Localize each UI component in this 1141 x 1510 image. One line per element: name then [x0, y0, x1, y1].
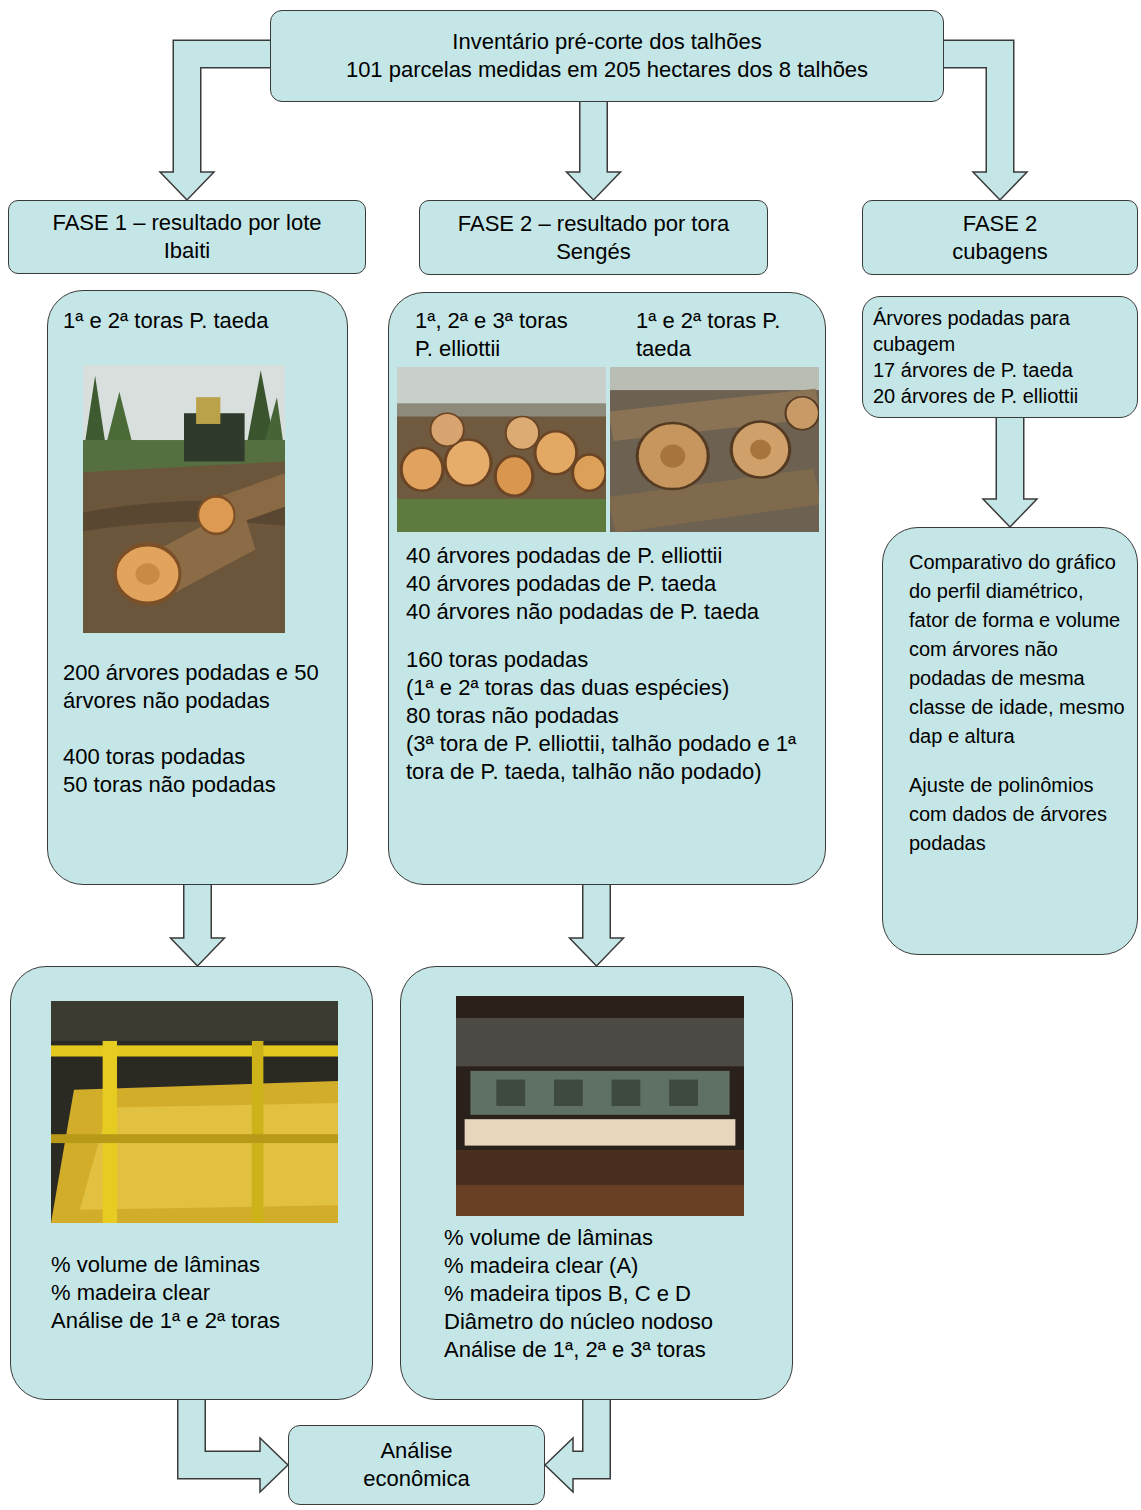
phase-header: FASE 1 – resultado por lote Ibaiti: [8, 200, 366, 274]
arrow-head: [567, 172, 621, 200]
photo-row: 1ª, 2ª e 3ª toras P. elliottii 1ª e 2ª to…: [397, 307, 819, 532]
node-text: 50 toras não podadas: [63, 771, 276, 799]
node-text: 400 toras podadas: [63, 743, 245, 771]
content-panel: Árvores podadas para cubagem17 árvores d…: [862, 296, 1138, 418]
arrow-body: [581, 102, 607, 174]
photo: [51, 1001, 338, 1223]
arrow-head: [260, 1438, 288, 1492]
arrow-head: [171, 938, 225, 966]
arrow-body: [944, 54, 1000, 174]
arrow-body: [997, 418, 1023, 501]
block-arrow: [171, 885, 225, 966]
photo: [456, 996, 744, 1216]
process-box: Inventário pré-corte dos talhões101 parc…: [270, 10, 944, 102]
arrow-head: [983, 499, 1037, 527]
node-text: 80 toras não podadas: [406, 702, 619, 730]
process-box: Análise econômica: [288, 1425, 545, 1505]
arrow-body: [185, 885, 211, 940]
node-text: Inventário pré-corte dos talhões: [452, 28, 761, 56]
node-text: (3ª tora de P. elliottii, talhão podado …: [406, 730, 817, 786]
content-panel: 1ª e 2ª toras P. taeda 200 árvores podada…: [47, 290, 348, 885]
node-text: % madeira clear (A): [444, 1252, 638, 1280]
node-text: 20 árvores de P. elliottii: [873, 383, 1078, 409]
photo: [610, 367, 819, 532]
block-arrow: [944, 54, 1027, 200]
phase-header: FASE 2 cubagens: [862, 200, 1138, 275]
node-text: Análise econômica: [352, 1437, 482, 1493]
node-text: FASE 2 – resultado por tora Sengés: [444, 210, 744, 266]
photo: [83, 365, 285, 633]
arrow-body: [584, 885, 610, 940]
node-text: % volume de lâminas: [51, 1251, 260, 1279]
arrow-body: [192, 1400, 262, 1465]
node-text: 160 toras podadas: [406, 646, 588, 674]
node-text: 17 árvores de P. taeda: [873, 357, 1073, 383]
result-panel: % volume de lâminas% madeira clearAnális…: [10, 966, 373, 1400]
block-arrow: [983, 418, 1037, 527]
node-text: Árvores podadas para cubagem: [873, 305, 1129, 357]
block-arrow: [567, 102, 621, 200]
node-text: 1ª e 2ª toras P. taeda: [636, 307, 786, 363]
block-arrow: [160, 54, 270, 200]
phase-header: FASE 2 – resultado por tora Sengés: [419, 200, 768, 275]
arrow-head: [160, 172, 214, 200]
node-text: % madeira tipos B, C e D: [444, 1280, 691, 1308]
photo-column: 1ª e 2ª toras P. taeda: [610, 307, 819, 532]
node-text: 1ª e 2ª toras P. taeda: [63, 307, 268, 335]
content-panel: Comparativo do gráfico do perfil diamétr…: [882, 527, 1138, 955]
node-text: FASE 2 cubagens: [925, 210, 1075, 266]
block-arrow: [570, 885, 624, 966]
node-text: 40 árvores não podadas de P. taeda: [406, 598, 759, 626]
node-text: 40 árvores podadas de P. elliottii: [406, 542, 722, 570]
node-text: % madeira clear: [51, 1279, 210, 1307]
node-text: Diâmetro do núcleo nodoso: [444, 1308, 713, 1336]
node-text: Ajuste de polinômios com dados de árvore…: [909, 771, 1129, 858]
node-text: Análise de 1ª, 2ª e 3ª toras: [444, 1336, 706, 1364]
block-arrow: [545, 1400, 597, 1492]
block-arrow: [192, 1400, 289, 1492]
node-text: Comparativo do gráfico do perfil diamétr…: [909, 548, 1129, 751]
photo-column: 1ª, 2ª e 3ª toras P. elliottii: [397, 307, 606, 532]
node-text: % volume de lâminas: [444, 1224, 653, 1252]
arrow-body: [187, 54, 270, 174]
result-panel: % volume de lâminas% madeira clear (A)% …: [400, 966, 793, 1400]
node-text: 40 árvores podadas de P. taeda: [406, 570, 716, 598]
node-text: (1ª e 2ª toras das duas espécies): [406, 674, 729, 702]
node-text: 1ª, 2ª e 3ª toras P. elliottii: [415, 307, 585, 363]
arrow-body: [572, 1400, 597, 1465]
node-text: Análise de 1ª e 2ª toras: [51, 1307, 280, 1335]
node-text: FASE 1 – resultado por lote Ibaiti: [37, 209, 337, 265]
content-panel: 1ª, 2ª e 3ª toras P. elliottii 1ª e 2ª to…: [388, 292, 826, 885]
node-text: 101 parcelas medidas em 205 hectares dos…: [346, 56, 868, 84]
arrow-head: [545, 1438, 573, 1492]
node-text: 200 árvores podadas e 50 árvores não pod…: [63, 659, 335, 715]
photo: [397, 367, 606, 532]
arrow-head: [570, 938, 624, 966]
arrow-head: [973, 172, 1027, 200]
